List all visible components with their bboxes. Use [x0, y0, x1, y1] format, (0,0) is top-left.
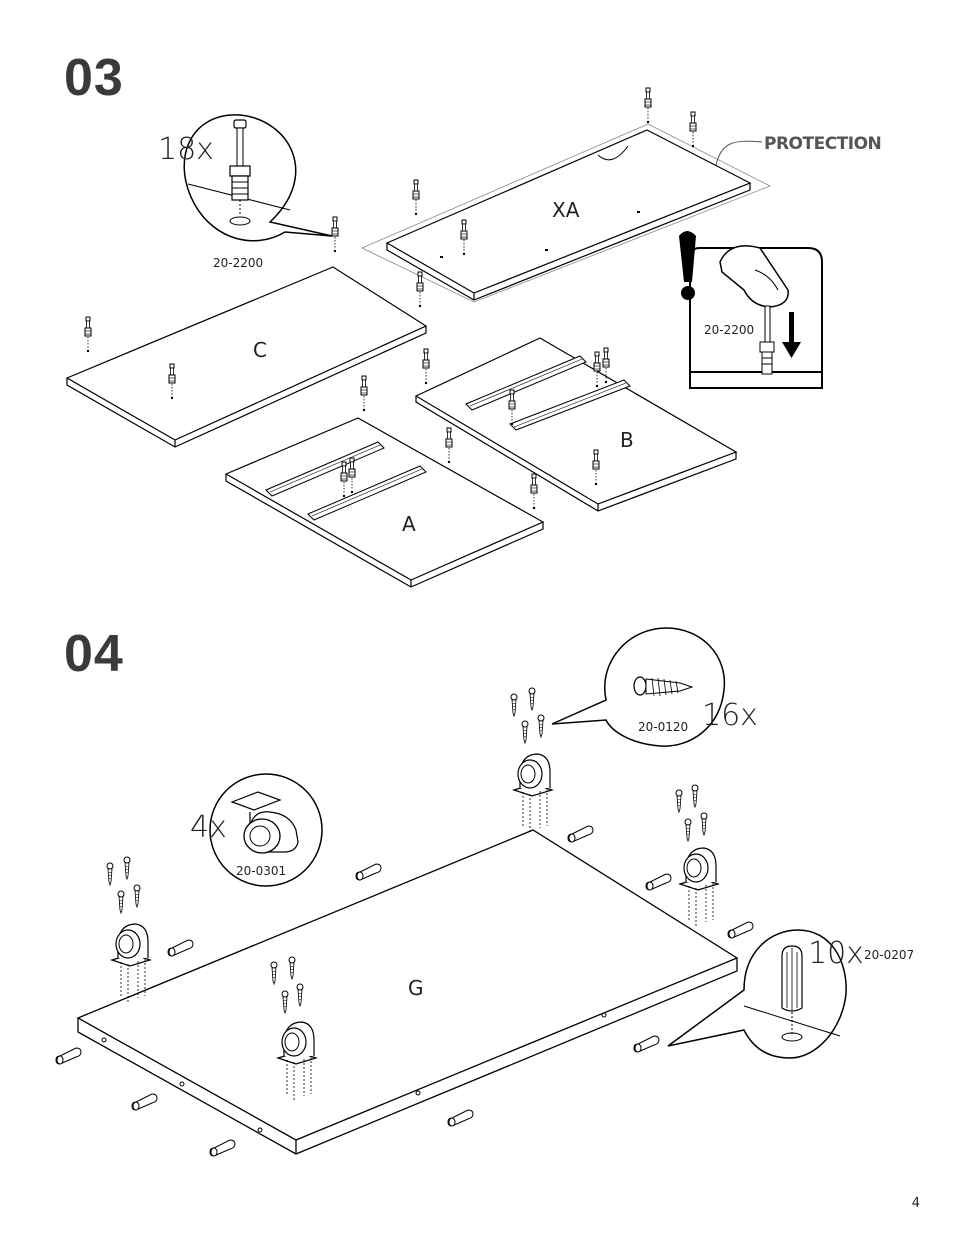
panel-label-a: A — [402, 512, 416, 536]
screw-icon — [633, 676, 694, 697]
panel-label-g: G — [408, 976, 424, 1000]
cam-bolt-count: 18x — [158, 132, 214, 167]
warning-exclamation-icon — [679, 231, 696, 300]
cam-bolt-code: 20-2200 — [213, 256, 264, 270]
panel-a — [224, 417, 545, 588]
wooden-dowel-icon — [781, 945, 803, 1036]
panel-b — [414, 337, 738, 512]
caster-wheel-icon — [230, 791, 299, 854]
dowel-count: 10x — [808, 936, 864, 971]
caster-count: 4x — [190, 810, 227, 845]
panel-g — [76, 829, 739, 1155]
cam-bolt-callout — [183, 114, 333, 242]
protection-sheet — [361, 123, 771, 303]
step-number-03: 03 — [64, 49, 124, 107]
warning-bolt-code: 20-2200 — [704, 323, 755, 337]
cam-bolt-icon — [229, 119, 251, 216]
panel-xa — [385, 129, 752, 301]
panel-label-xa: XA — [552, 198, 580, 222]
screw-code: 20-0120 — [638, 720, 689, 734]
caster-code: 20-0301 — [236, 864, 287, 878]
finger-press-icon — [719, 245, 789, 375]
down-arrow-icon — [782, 312, 801, 358]
page-number: 4 — [911, 1196, 920, 1211]
panel-label-c: C — [253, 338, 267, 362]
step-number-04: 04 — [64, 625, 124, 683]
panel-label-b: B — [620, 428, 634, 452]
protection-label: PROTECTION — [764, 134, 882, 154]
screw-count: 16x — [702, 698, 758, 733]
panel-c — [65, 266, 428, 448]
dowel-code: 20-0207 — [864, 948, 915, 962]
